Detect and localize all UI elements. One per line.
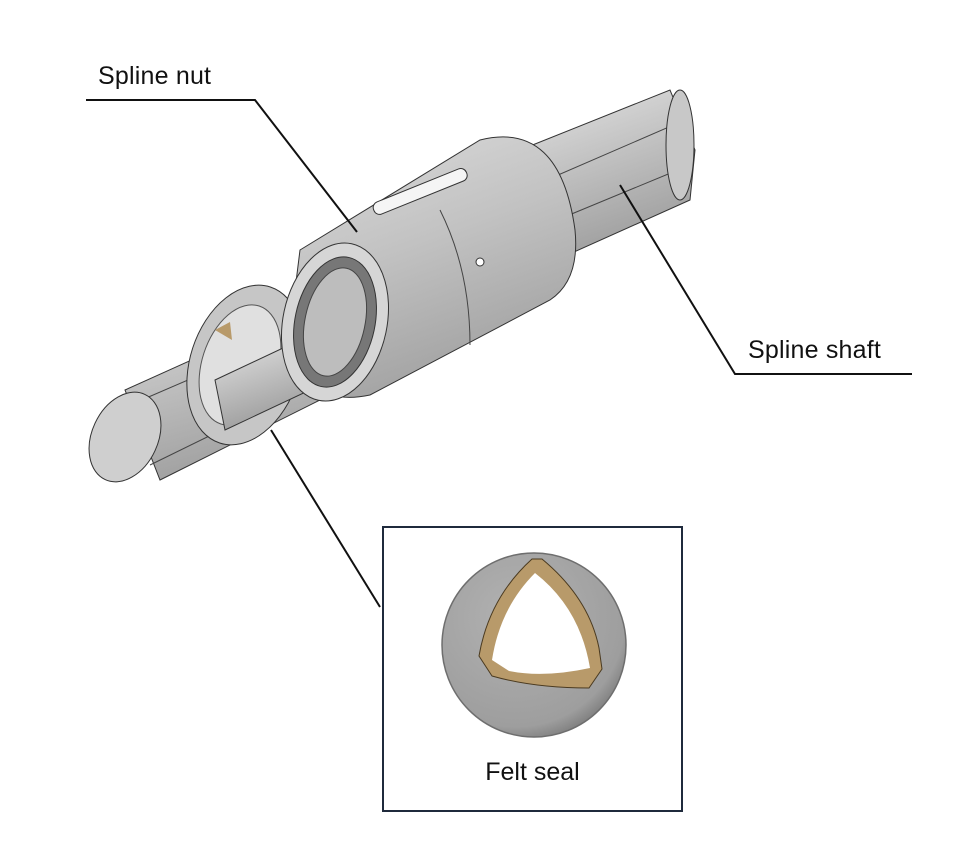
seal-bore	[492, 573, 590, 674]
felt-seal-detail	[441, 552, 627, 738]
felt-seal-inset: Felt seal	[382, 526, 683, 812]
leader-spline-nut	[86, 99, 358, 233]
leader-spline-shaft	[619, 184, 912, 375]
callout-spline-shaft: Spline shaft	[748, 336, 882, 364]
leader-lines	[86, 99, 912, 608]
callout-spline-nut: Spline nut	[98, 62, 212, 90]
spline-nut	[280, 136, 577, 402]
callout-felt-seal: Felt seal	[485, 758, 580, 786]
leader-felt-seal	[270, 429, 381, 608]
